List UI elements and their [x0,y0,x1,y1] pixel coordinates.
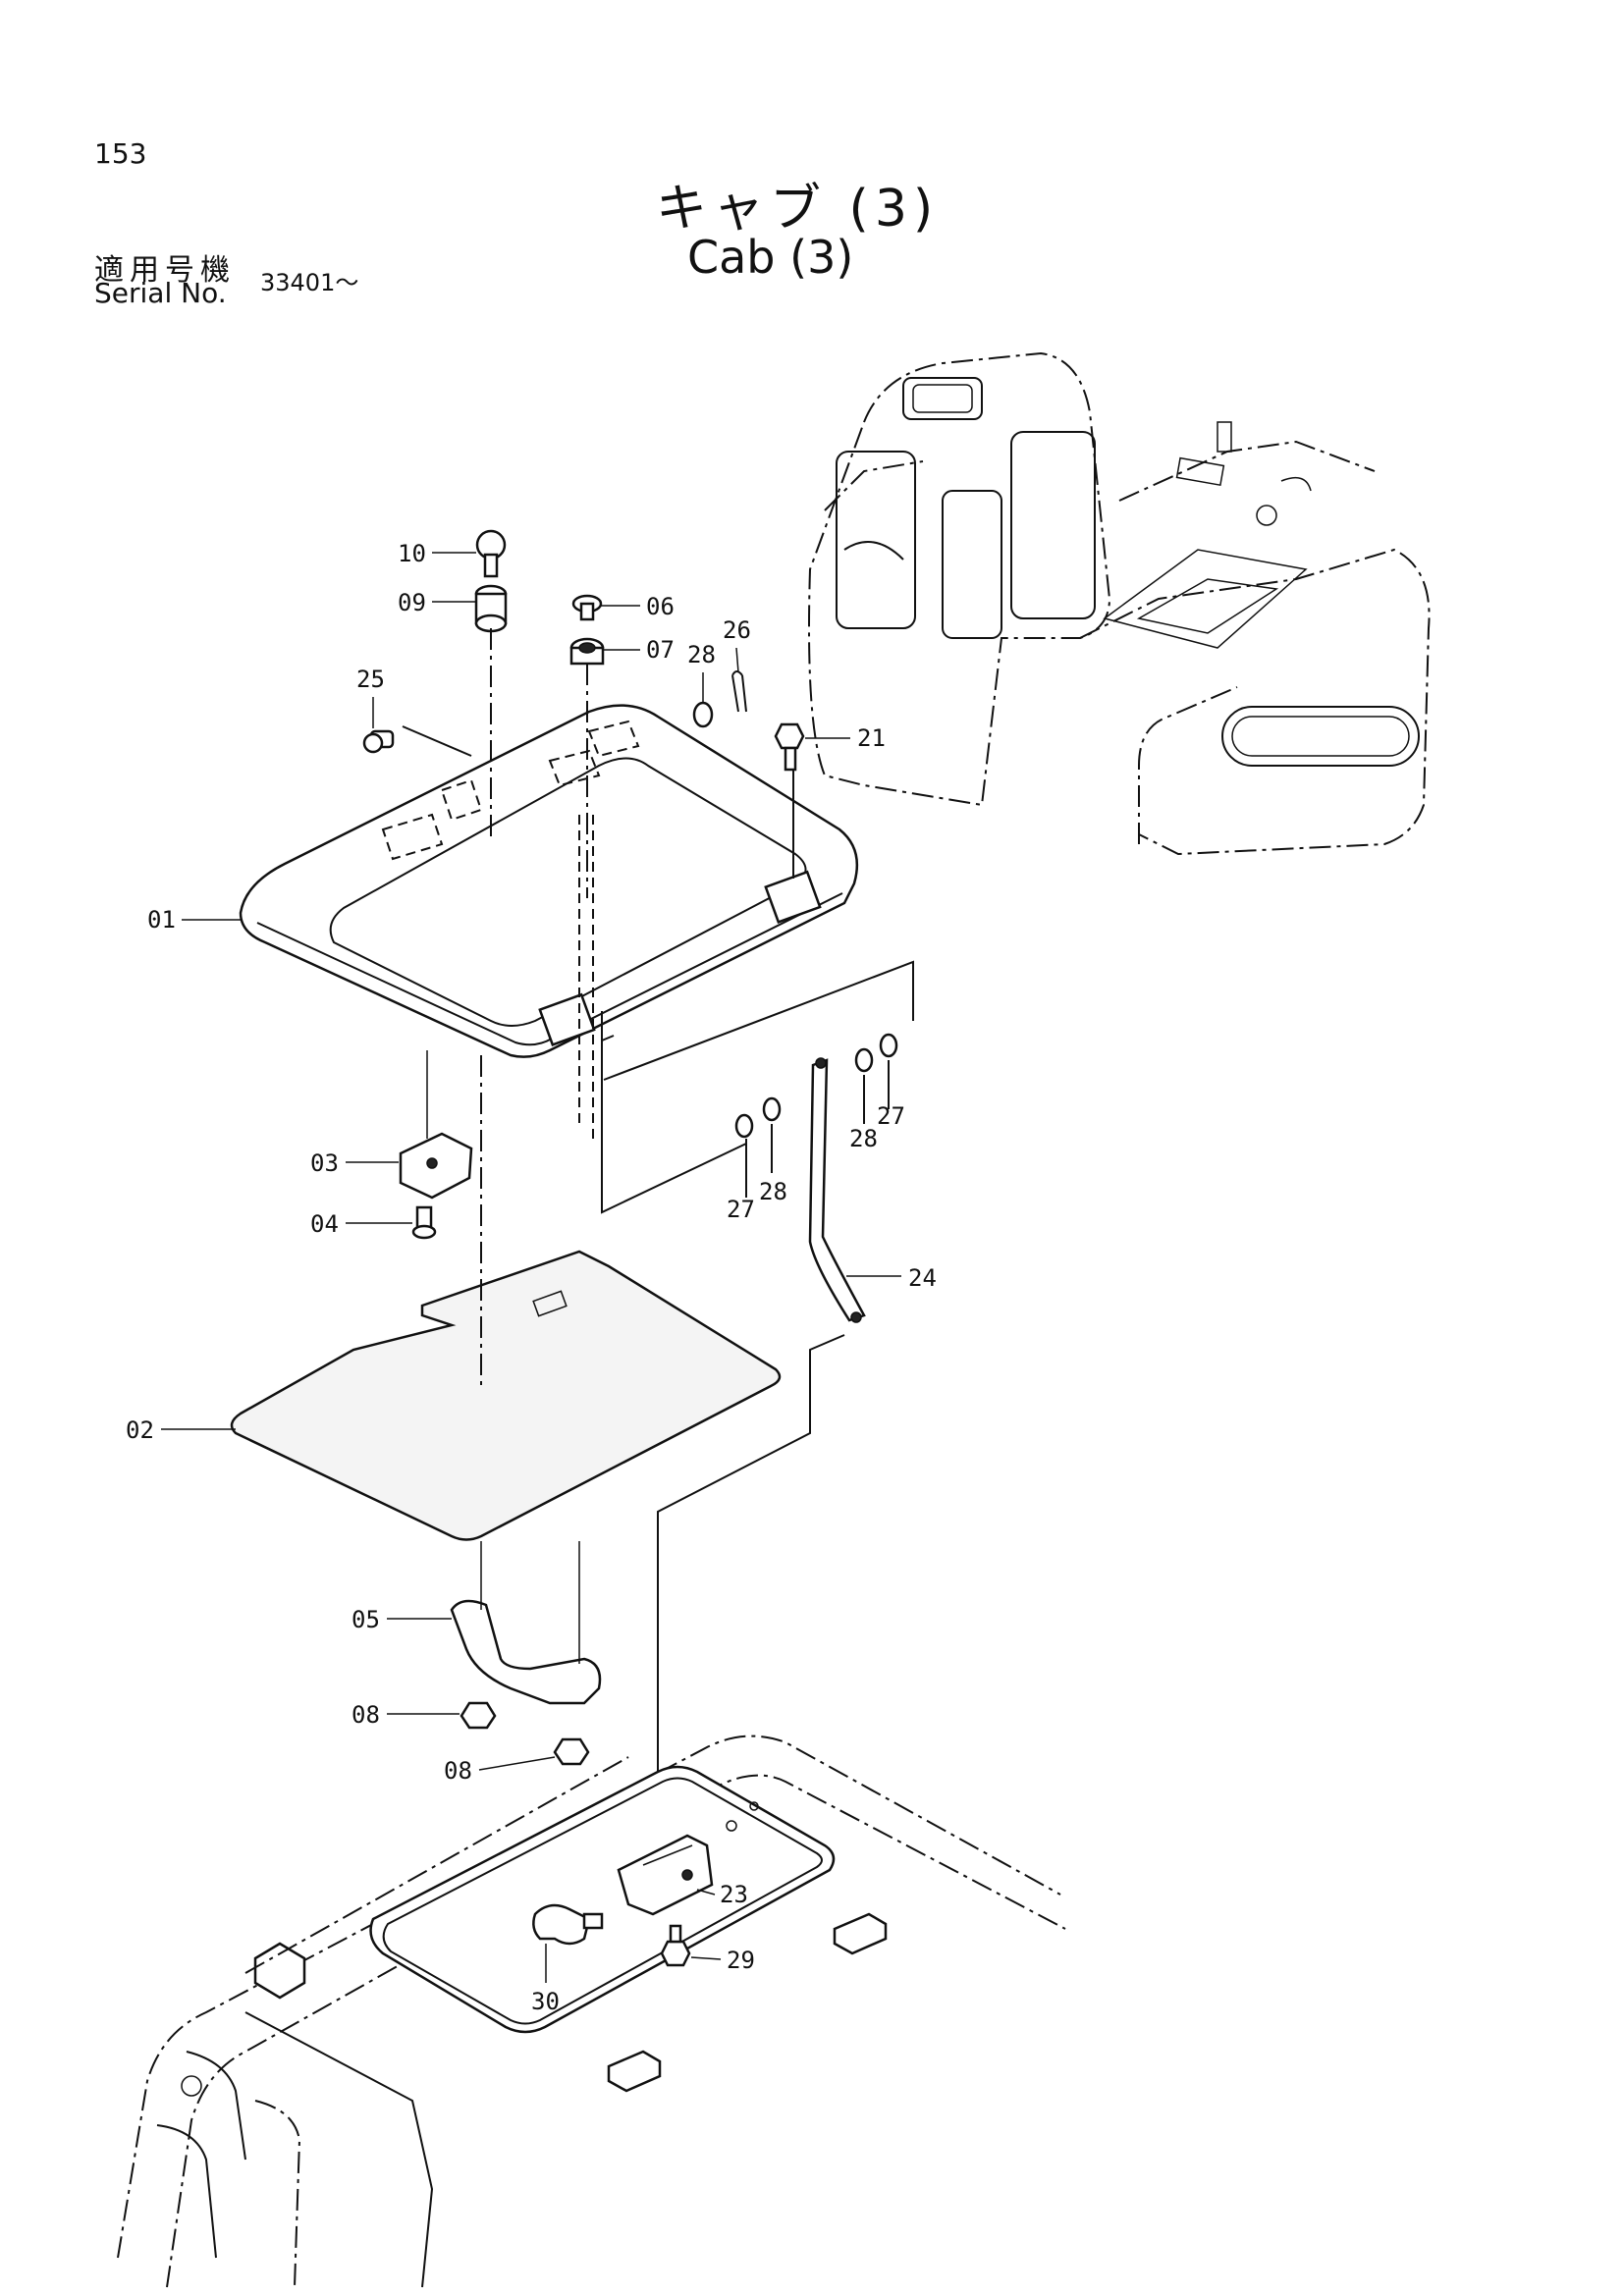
callout-label: 08 [444,1757,472,1785]
callout-label: 27 [727,1196,755,1223]
callout-label: 02 [126,1416,154,1444]
callout-label: 07 [646,636,675,664]
callout-label: 10 [398,540,426,567]
stopper-03 [399,1132,473,1200]
page-title-english: Cab (3) [687,231,854,284]
nut-08-left [460,1701,497,1730]
roof-hatch-frame [239,704,859,1058]
callout-label: 28 [759,1178,787,1205]
washer-27-left [734,1113,754,1139]
excavator-overview-illustration [808,351,1431,856]
callout-label: 03 [310,1149,339,1177]
callout-label: 29 [727,1947,755,1974]
washer-28-right [854,1047,874,1073]
hatch-opening-frame [369,1765,836,2034]
cushion-07 [569,637,605,666]
washer-27-right [879,1033,898,1058]
page-number: 153 [94,137,147,170]
pin-25 [362,729,395,754]
callout-label: 25 [356,666,385,693]
callout-label: 06 [646,593,675,620]
hinge-rear [764,870,822,924]
handle-05 [450,1599,602,1705]
callout-labels: 10 09 06 07 28 26 25 21 01 03 04 27 28 2… [126,540,937,2015]
serial-label-english: Serial No. [94,277,227,309]
rubber-block-left [607,2050,662,2093]
callout-label: 26 [723,616,751,644]
callout-label: 23 [720,1881,748,1908]
serial-number-value: 33401～ [260,269,359,296]
bolt-21 [774,722,805,772]
callout-label: 08 [352,1701,380,1729]
callout-label: 28 [687,641,716,668]
stay-rod-24 [808,1057,866,1323]
callout-label: 24 [908,1264,937,1292]
page-title-japanese: キャブ (3) [656,180,940,239]
bolt-06 [571,594,603,621]
washer-28-top [692,701,714,728]
callout-label: 04 [310,1210,339,1238]
latch-23 [617,1801,759,1916]
callout-label: 09 [398,589,426,616]
bolt-29 [660,1924,691,1967]
callout-label: 27 [877,1102,905,1130]
callout-label: 21 [857,724,886,752]
clip-26 [731,670,747,713]
callout-label: 30 [531,1988,560,2015]
screw-10 [475,529,507,578]
rubber-block-right [833,1912,888,1955]
callout-label: 01 [147,906,176,934]
callout-label: 05 [352,1606,380,1633]
washer-28-left [762,1096,782,1122]
hinge-front [538,992,596,1046]
bolt-04 [411,1205,437,1240]
knob-30 [532,1903,604,1946]
collar-09 [474,584,508,633]
callout-label: 28 [849,1125,878,1152]
nut-08-right [553,1737,590,1766]
serial-label-japanese: 適用号機 [94,253,236,288]
floor-mat-02 [230,1250,782,1541]
cab-base-structure [117,1735,1066,2288]
